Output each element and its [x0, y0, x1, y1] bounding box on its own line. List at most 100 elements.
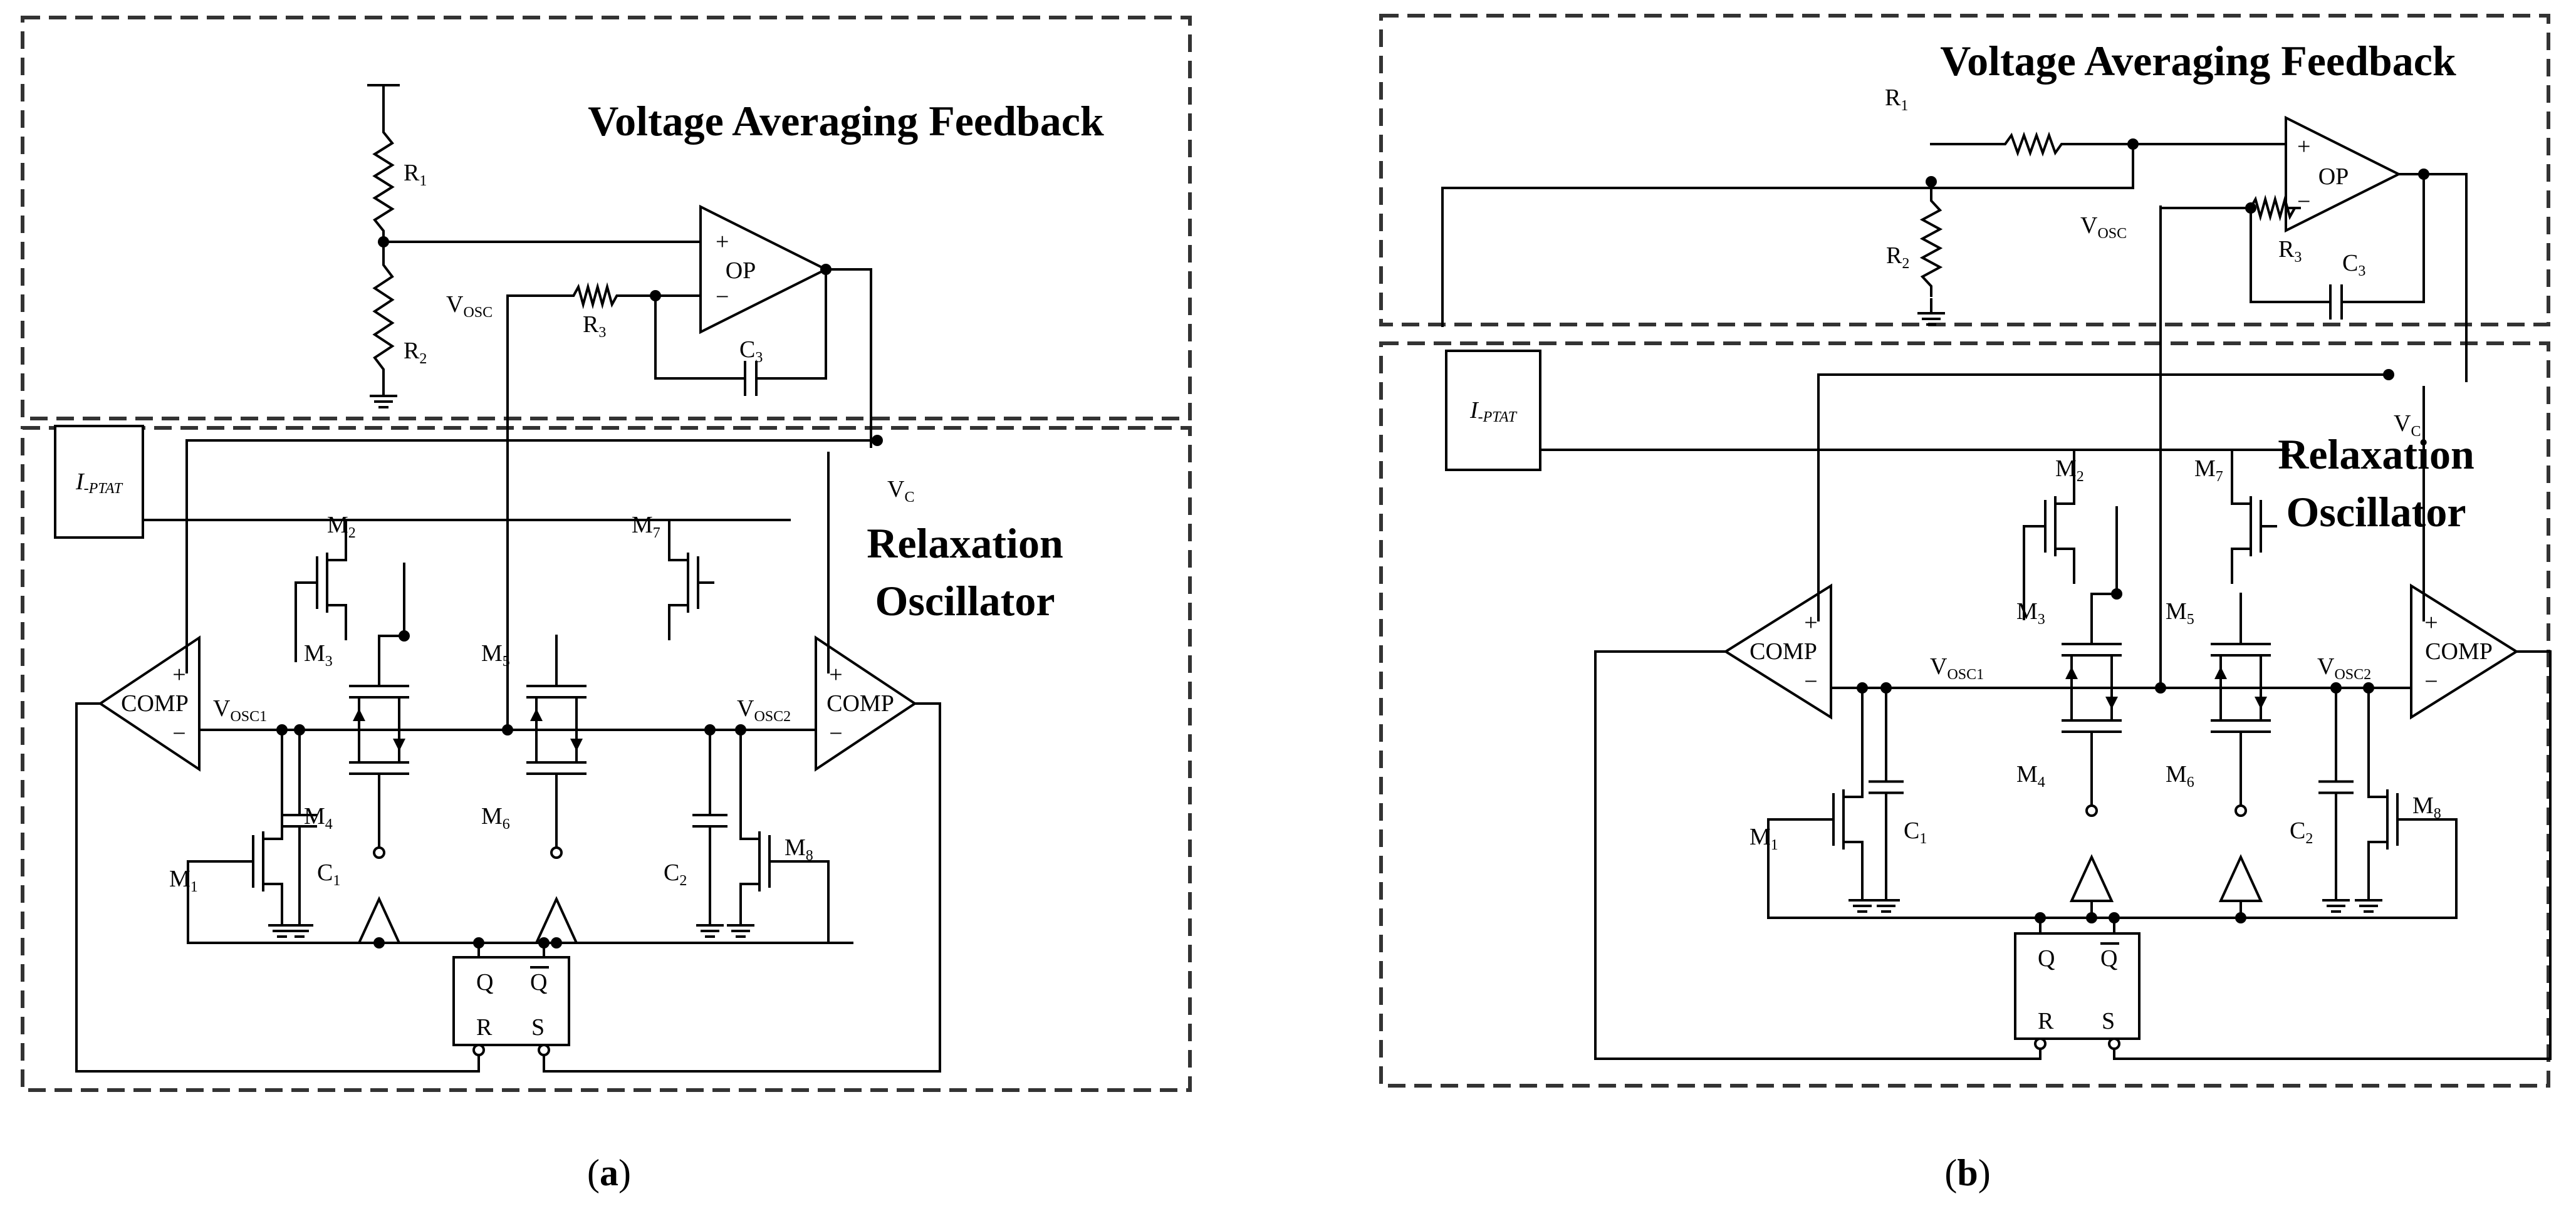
m4-label: M4: [304, 803, 333, 833]
m4-label-subscript: 4: [325, 816, 333, 833]
vosc-label: VOSC: [446, 291, 493, 321]
m2-to-tgate: [378, 563, 405, 637]
junction-dot: [2111, 588, 2122, 600]
r1-label: R1: [404, 160, 427, 189]
m4-label: M4: [2016, 761, 2045, 791]
inversion-bubble: [538, 1044, 550, 1056]
mosfet-drain: [2231, 449, 2252, 505]
comparator-right-plus: +: [2424, 610, 2438, 636]
r3-label-subscript: 3: [2294, 249, 2302, 266]
vosc-label: VOSC: [2080, 212, 2127, 242]
c1-label-main: C: [317, 860, 333, 886]
comparator-left-label: COMP: [121, 690, 189, 717]
r3-label-subscript: 3: [598, 325, 606, 341]
latch-r-label: R: [2038, 1008, 2054, 1034]
c3-left: [2250, 207, 2317, 303]
op-plus: +: [716, 229, 729, 255]
comparator-right-plus: +: [829, 662, 842, 688]
tgate-arrow: [393, 739, 405, 751]
mosfet-source: [326, 604, 347, 640]
latch-q-label: Q: [2038, 945, 2055, 972]
resistor: [1919, 180, 1943, 297]
r2-label: R2: [404, 338, 427, 367]
comparator-right-minus: −: [2424, 668, 2438, 695]
amplifier-symbol: [98, 635, 201, 772]
m1-label: M1: [1749, 824, 1778, 853]
latch-q-label: Q: [476, 969, 493, 995]
feedback-title: Voltage Averaging Feedback: [588, 97, 1104, 145]
mosfet-source: [739, 883, 761, 913]
m1-label-subscript: 1: [190, 879, 198, 895]
panel-b: Voltage Averaging FeedbackRelaxationOsci…: [1379, 14, 2552, 1193]
m6-label-subscript: 6: [503, 816, 510, 833]
feedback-title: Voltage Averaging Feedback: [1940, 37, 2456, 85]
junction-dot: [373, 937, 385, 949]
tgate-arrow: [2214, 667, 2227, 679]
junction-dot: [2086, 912, 2097, 923]
c1-label: C1: [1904, 818, 1927, 847]
vosc-label-main: V: [2080, 212, 2098, 239]
oscillator-region-box: [21, 426, 1192, 1092]
vosc1-label-main: V: [1930, 653, 1948, 680]
comp-right-to-set: [543, 702, 941, 1073]
mosfet-source: [668, 604, 689, 640]
junction-dot: [473, 937, 484, 949]
c3-right: [769, 268, 827, 380]
vosc1-label-main: V: [213, 695, 231, 722]
vosc-label-subscript: OSC: [463, 304, 493, 321]
c3-label: C3: [2342, 250, 2365, 279]
vosc2-label-main: V: [737, 695, 754, 722]
latch-qbar-label: Q: [530, 969, 547, 995]
i-ptat-current-source: [1445, 350, 1541, 471]
m7-label-main: M: [2194, 455, 2216, 482]
resistor: [372, 241, 395, 382]
comparator-left-plus: +: [1804, 610, 1817, 636]
inversion-bubble: [2085, 804, 2098, 817]
mosfet-drain: [326, 519, 347, 561]
c1-label: C1: [317, 860, 340, 889]
tgate-arrow: [2065, 667, 2078, 679]
junction-dot: [2383, 369, 2394, 380]
junction-dot: [1857, 682, 1868, 694]
m6-label-main: M: [2166, 761, 2187, 787]
c3-left: [654, 294, 732, 380]
r3-label-main: R: [2278, 236, 2295, 262]
junction-dot: [872, 435, 883, 446]
vc-label-subscript: C: [904, 489, 914, 506]
junction-dot: [551, 937, 562, 949]
c2-label-subscript: 2: [679, 873, 687, 889]
vosc2-label: VOSC2: [737, 695, 791, 725]
vc-label: VC: [2394, 410, 2421, 440]
mosfet-source: [2231, 548, 2252, 584]
mosfet-drain: [668, 519, 689, 561]
comparator-left-minus: −: [172, 720, 185, 747]
vosc-label-subscript: OSC: [2097, 226, 2127, 242]
m1-label: M1: [169, 866, 198, 895]
m8-label-subscript: 8: [2434, 806, 2441, 822]
m6-label-subscript: 6: [2187, 774, 2194, 791]
r1-label-subscript: 1: [419, 173, 427, 189]
inversion-bubble: [472, 1044, 485, 1056]
c1-label-main: C: [1904, 818, 1919, 844]
junction-dot: [2035, 912, 2046, 923]
m8-label: M8: [2412, 793, 2441, 822]
m3-label-main: M: [2016, 598, 2038, 625]
inversion-bubble: [373, 846, 385, 859]
m3-label: M3: [304, 640, 333, 670]
panel-a: Voltage Averaging FeedbackRelaxationOsci…: [21, 16, 1192, 1193]
c3-label-main: C: [739, 336, 755, 363]
m3-label: M3: [2016, 598, 2045, 628]
m8-label: M8: [785, 834, 813, 864]
vc-label-main: V: [887, 476, 905, 502]
c1-label-subscript: 1: [333, 873, 340, 889]
vosc1-label-subscript: OSC1: [230, 709, 267, 725]
m5-label-subscript: 5: [2187, 611, 2194, 628]
panel-caption: (b): [1944, 1152, 1990, 1193]
m4-label-main: M: [304, 803, 325, 829]
m2-label-subscript: 2: [2077, 469, 2084, 485]
r2-label: R2: [1886, 242, 1909, 272]
m2-gate-wire: [295, 581, 303, 662]
vc-label-main: V: [2394, 410, 2411, 437]
c2-label-main: C: [664, 860, 679, 886]
r2-label-subscript: 2: [1902, 256, 1909, 272]
